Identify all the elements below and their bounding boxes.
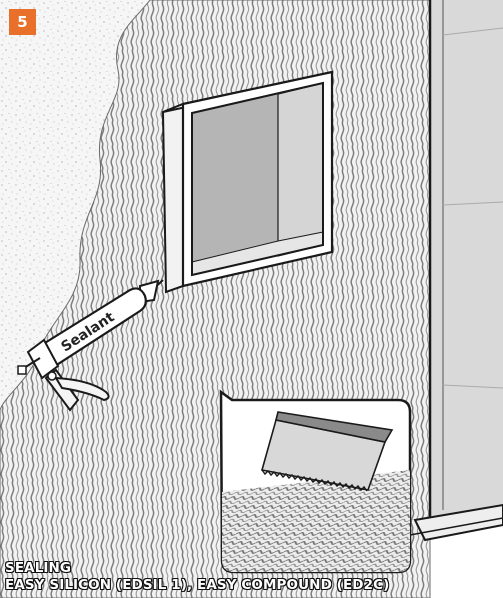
caption-products: EASY SILICON (EDSIL 1), EASY COMPOUND (E… <box>5 577 390 593</box>
caption: SEALING EASY SILICON (EDSIL 1), EASY COM… <box>5 560 389 594</box>
wall-niche <box>161 70 334 294</box>
shower-wall <box>428 0 503 520</box>
step-number: 5 <box>17 13 28 31</box>
caption-title: SEALING <box>5 560 72 576</box>
shower-tray <box>409 503 503 542</box>
trowel-inset <box>219 389 412 574</box>
step-badge-bg <box>9 9 36 35</box>
